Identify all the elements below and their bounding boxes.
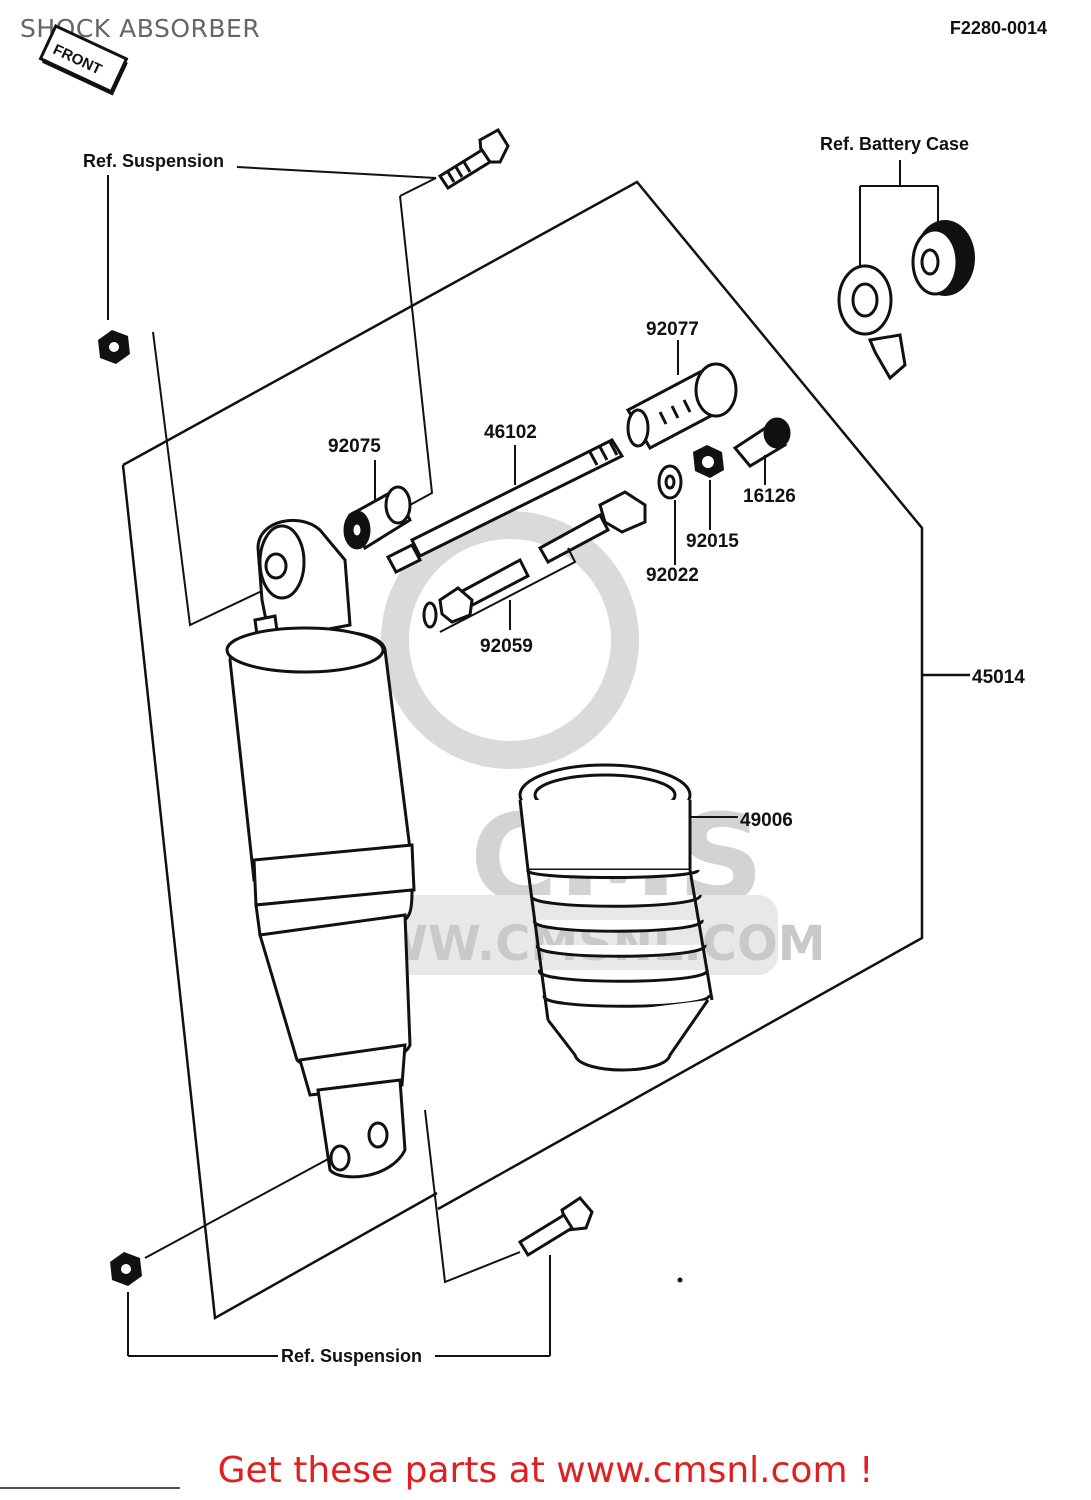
nut-bottom-left (110, 1252, 142, 1286)
part-92022-washer (657, 464, 683, 500)
part-label-92075: 92075 (328, 436, 381, 457)
part-label-49006: 49006 (740, 810, 793, 831)
shock-absorber-body (225, 518, 416, 1179)
bolt-top (437, 127, 510, 191)
diagram-code: F2280-0014 (949, 18, 1047, 38)
label-ref-suspension-top: Ref. Suspension (83, 151, 224, 171)
label-ref-battery-case: Ref. Battery Case (820, 134, 969, 154)
leader-lines-top (107, 166, 437, 320)
cmsnl-link[interactable]: Get these parts at www.cmsnl.com ! (217, 1450, 874, 1491)
nut-top-left (98, 330, 130, 364)
part-92059-bolts (422, 490, 647, 629)
part-16126-fitting (732, 417, 791, 468)
bolt-bottom (517, 1196, 594, 1258)
part-label-92059: 92059 (480, 636, 533, 657)
leader-lines-bottom (127, 1109, 551, 1357)
label-ref-suspension-bottom: Ref. Suspension (281, 1346, 422, 1366)
part-label-92077: 92077 (646, 319, 699, 340)
part-92015-nut (693, 445, 724, 478)
footer-rule (0, 1487, 180, 1489)
assembly-outline (121, 180, 970, 1321)
part-label-46102: 46102 (484, 422, 537, 443)
part-label-45014: 45014 (972, 667, 1025, 688)
battery-case-washer (837, 264, 907, 381)
front-arrow-tag: FRONT (38, 23, 129, 96)
part-label-92015: 92015 (686, 531, 739, 552)
part-92075-bushing (343, 485, 412, 551)
part-label-16126: 16126 (743, 486, 796, 507)
battery-case-grommet (911, 220, 975, 296)
part-49006-dust-boot (518, 763, 714, 1072)
part-46102-rod (385, 438, 625, 574)
part-label-92022: 92022 (646, 565, 699, 586)
part-92077-collar (625, 362, 738, 450)
